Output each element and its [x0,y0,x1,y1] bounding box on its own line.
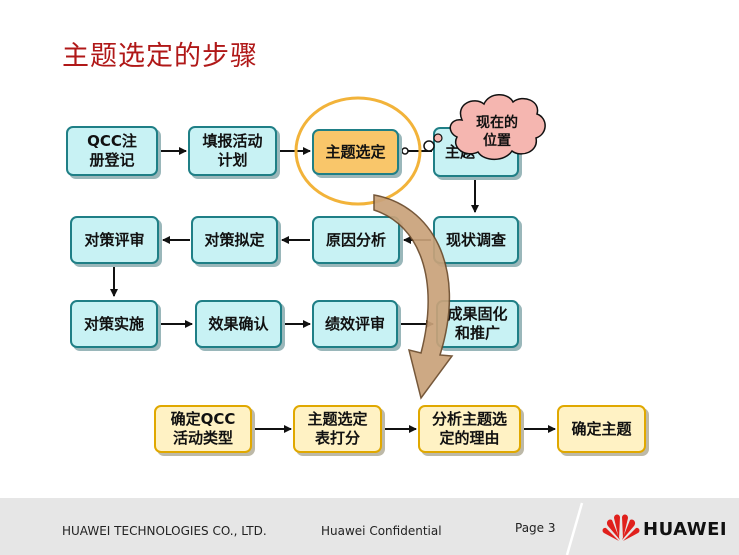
big-curved-arrow [373,194,454,400]
link-dot-left [401,147,409,155]
link-dot-right [423,140,435,152]
current-position-cloud [449,94,546,161]
step-cause-analysis: 原因分析 [312,216,400,264]
step-fill-plan: 填报活动 计划 [188,126,277,176]
step-effect-confirm: 效果确认 [195,300,282,348]
cloud-label-current-position: 现在的 位置 [476,115,518,149]
slide-footer [0,498,739,555]
step-countermeasure-impl: 对策实施 [70,300,158,348]
substep-determine-type: 确定QCC 活动类型 [154,405,252,453]
step-countermeasure-plan: 对策拟定 [191,216,278,264]
current-step-highlight-ring [294,96,422,206]
huawei-logo-text: HUAWEI [643,519,728,540]
cloud-tail-small [433,133,443,143]
footer-company: HUAWEI TECHNOLOGIES CO., LTD. [62,524,267,538]
step-performance-eval: 绩效评审 [312,300,398,348]
substep-topic-scoring: 主题选定 表打分 [293,405,382,453]
slide-title: 主题选定的步骤 [62,41,258,72]
footer-page-number: Page 3 [515,521,556,535]
step-qcc-register: QCC注 册登记 [66,126,158,176]
step-countermeasure-review: 对策评审 [70,216,159,264]
substep-determine-topic: 确定主题 [557,405,646,453]
substep-analyze-reason: 分析主题选 定的理由 [418,405,521,453]
step-topic-select-current: 主题选定 [312,129,399,175]
footer-confidential: Huawei Confidential [321,524,442,538]
step-status-survey: 现状调查 [433,216,519,264]
